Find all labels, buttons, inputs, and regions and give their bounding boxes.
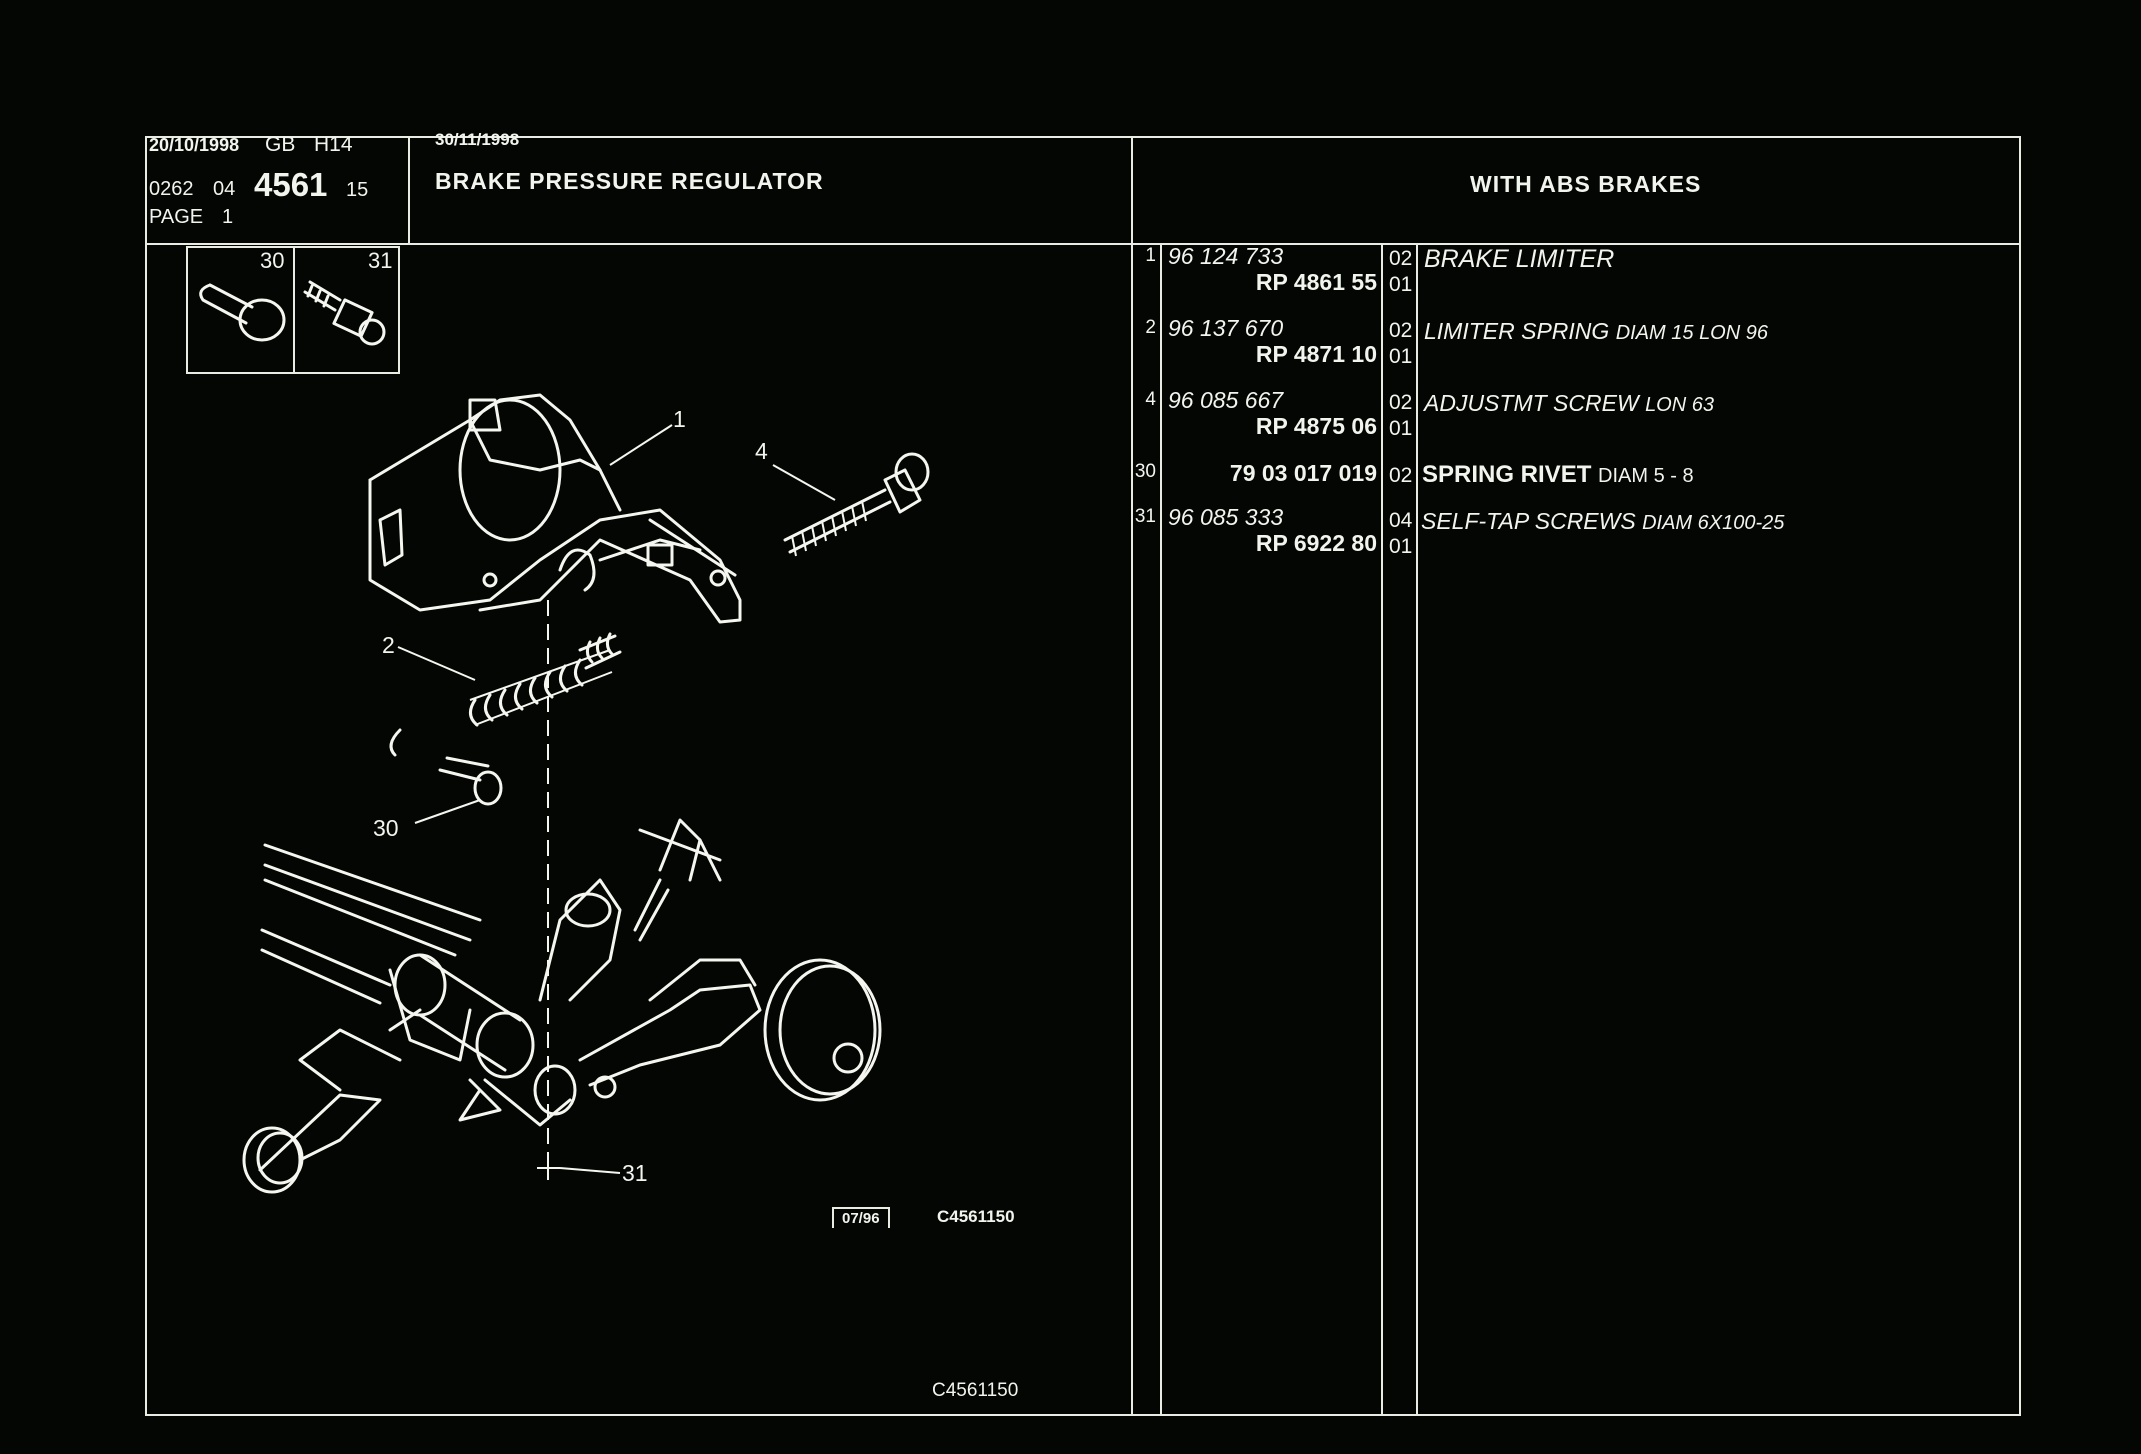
quantity: 01 xyxy=(1389,273,1413,296)
part-ref: 30 xyxy=(1134,461,1156,482)
fitment-condition: WITH ABS BRAKES xyxy=(1470,171,1702,197)
screw-icon xyxy=(303,280,386,346)
table-divider-part xyxy=(1381,244,1383,1416)
part-description-main: SELF-TAP SCREWS xyxy=(1421,508,1636,534)
code-suffix: 15 xyxy=(346,179,369,201)
page-number: 1 xyxy=(222,206,234,228)
spring-rivet-drawing xyxy=(389,728,503,806)
part-description-main: SPRING RIVET xyxy=(1422,461,1592,488)
quantity: 01 xyxy=(1389,535,1413,558)
page-title: BRAKE PRESSURE REGULATOR xyxy=(435,168,824,194)
code-main: 4561 xyxy=(254,166,328,203)
code-prefix: 0262 xyxy=(149,178,194,200)
code-group: 04 xyxy=(213,178,236,200)
part-ref: 1 xyxy=(1145,245,1156,266)
quantity: 02 xyxy=(1389,247,1413,270)
quantity: 02 xyxy=(1389,464,1413,487)
catalog-sheet xyxy=(145,136,2021,1416)
part-description: LIMITER SPRING DIAM 15 LON 96 xyxy=(1424,318,1768,344)
callout-30: 30 xyxy=(373,815,399,841)
leader-lines xyxy=(397,424,836,1180)
part-number[interactable]: 96 085 333 xyxy=(1168,504,1284,530)
rp-number[interactable]: 79 03 017 019 xyxy=(1229,460,1377,486)
thumbnail-ref: 31 xyxy=(368,248,393,273)
part-description-detail: DIAM 15 LON 96 xyxy=(1615,322,1768,344)
part-description: ADJUSTMT SCREW LON 63 xyxy=(1424,390,1714,416)
callout-4: 4 xyxy=(755,438,768,464)
header-divider-left xyxy=(408,136,410,244)
column-divider xyxy=(1131,136,1133,1416)
rivet-icon xyxy=(199,283,286,342)
quantity: 02 xyxy=(1389,391,1413,414)
thumbnail-ref: 30 xyxy=(260,248,285,273)
quantity: 04 xyxy=(1389,509,1413,532)
table-divider-ref xyxy=(1160,244,1162,1416)
axle-assembly-drawing xyxy=(242,818,882,1194)
limiter-spring-drawing xyxy=(469,632,622,727)
part-description-detail: DIAM 5 - 8 xyxy=(1598,465,1694,487)
quantity: 01 xyxy=(1389,345,1413,368)
revision-stamp: 07/96 xyxy=(832,1207,890,1228)
quantity: 01 xyxy=(1389,417,1413,440)
footer-code: C4561150 xyxy=(932,1380,1019,1401)
part-ref: 2 xyxy=(1145,317,1156,338)
part-ref: 31 xyxy=(1134,506,1156,527)
part-description-main: LIMITER SPRING xyxy=(1424,318,1610,344)
issue-date: 20/10/1998 xyxy=(149,135,240,155)
brake-limiter-drawing xyxy=(368,393,742,624)
part-number[interactable]: 96 085 667 xyxy=(1168,387,1284,413)
language-code: GB xyxy=(265,133,296,156)
callout-1: 1 xyxy=(673,406,686,432)
adjusting-screw-drawing xyxy=(783,452,930,557)
header-divider xyxy=(145,243,2021,245)
part-description-detail: LON 63 xyxy=(1645,394,1714,416)
part-number[interactable]: 96 124 733 xyxy=(1168,243,1284,269)
rp-number: RP 4861 55 xyxy=(1255,269,1377,295)
rp-number: RP 4875 06 xyxy=(1255,413,1377,439)
part-description: SPRING RIVET DIAM 5 - 8 xyxy=(1422,463,1694,487)
part-number[interactable]: 96 137 670 xyxy=(1168,315,1284,341)
rp-number: RP 6922 80 xyxy=(1255,530,1377,556)
part-description: SELF-TAP SCREWS DIAM 6X100-25 xyxy=(1421,508,1785,534)
callout-31: 31 xyxy=(622,1160,648,1186)
callout-2: 2 xyxy=(382,632,395,658)
thumbnail-divider xyxy=(293,246,295,374)
quantity: 02 xyxy=(1389,319,1413,342)
model-code: H14 xyxy=(314,133,353,156)
part-description-detail: DIAM 6X100-25 xyxy=(1642,512,1785,534)
rp-number: RP 4871 10 xyxy=(1255,341,1377,367)
update-date: 30/11/1998 xyxy=(435,130,520,149)
part-description-main: ADJUSTMT SCREW xyxy=(1424,390,1639,416)
diagram-code: C4561150 xyxy=(937,1207,1015,1226)
page-label: PAGE xyxy=(149,206,204,228)
part-description: BRAKE LIMITER xyxy=(1424,245,1615,273)
table-divider-qty xyxy=(1416,244,1418,1416)
part-ref: 4 xyxy=(1145,389,1156,410)
